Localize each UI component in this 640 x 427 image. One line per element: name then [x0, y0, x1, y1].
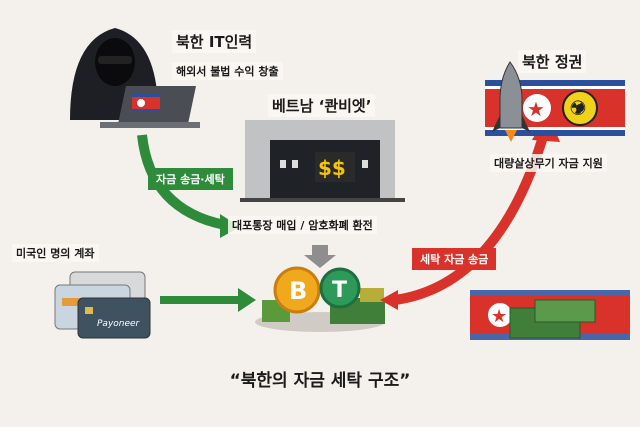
svg-text:☢: ☢ — [569, 96, 587, 120]
it-workers-title: 북한 IT인력 — [172, 30, 257, 53]
green-arrow-straight — [160, 296, 240, 304]
it-workers-subtitle: 해외서 불법 수익 창출 — [172, 62, 283, 80]
credit-card-icon — [54, 271, 151, 339]
vietnam-title: 베트남 ‘콴비엣’ — [268, 94, 376, 117]
regime-title: 북한 정권 — [518, 50, 587, 73]
building-icon: $$ — [240, 120, 405, 202]
radiation-icon: ☢ — [562, 90, 598, 126]
bitcoin-icon: B — [273, 266, 321, 314]
cash-stack-icon — [255, 288, 385, 332]
svg-text:★: ★ — [491, 306, 507, 327]
green-arrow-transfer — [137, 134, 227, 230]
laptop-icon — [100, 86, 200, 128]
svg-text:★: ★ — [527, 97, 545, 121]
green-arrow-label: 자금 송금·세탁 — [148, 168, 233, 190]
cash-stack-icon — [509, 299, 596, 339]
regime-caption: 대량살상무기 자금 지원 — [490, 154, 607, 172]
svg-text:T: T — [332, 278, 347, 303]
us-accounts-title: 미국인 명의 계좌 — [12, 244, 99, 262]
card-brand: Payoneer — [97, 319, 141, 329]
missile-icon — [492, 61, 530, 142]
red-arrow-label: 세탁 자금 송금 — [412, 248, 497, 270]
vietnam-caption: 대포통장 매입 / 암호화폐 환전 — [228, 216, 377, 234]
tether-icon: T — [319, 267, 361, 309]
dollar-sign: $$ — [318, 156, 346, 180]
diagram-title: “북한의 자금 세탁 구조” — [229, 371, 411, 391]
down-arrow — [304, 245, 336, 268]
svg-text:B: B — [289, 277, 307, 305]
